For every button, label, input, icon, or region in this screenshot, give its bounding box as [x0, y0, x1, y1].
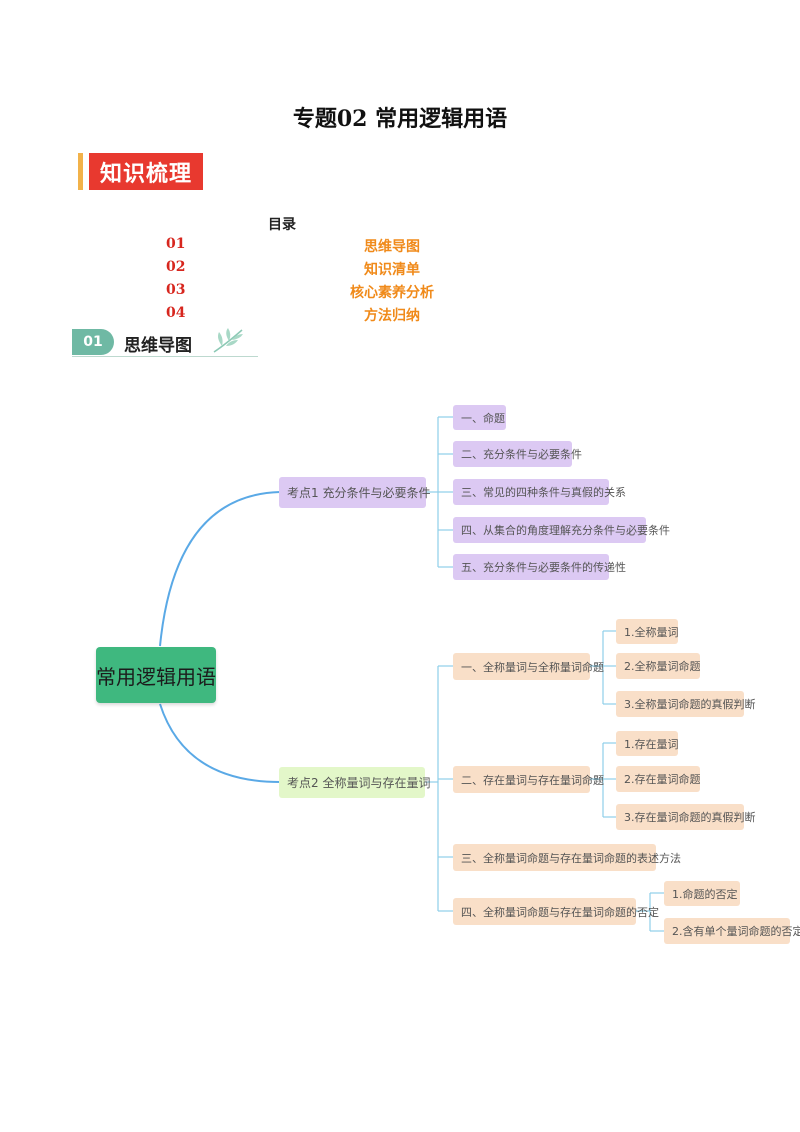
- mindmap-item[interactable]: 1.存在量词: [616, 731, 679, 756]
- banner-label: 知识梳理: [89, 153, 203, 190]
- toc-item[interactable]: 04 方法归纳: [0, 305, 800, 325]
- mindmap-root[interactable]: 常用逻辑用语: [96, 647, 216, 703]
- toc-item-number: 04: [166, 305, 186, 321]
- page-title: 专题02 常用逻辑用语: [292, 106, 508, 132]
- section-divider: [72, 356, 258, 357]
- leaf-icon: [213, 328, 243, 353]
- mindmap-group[interactable]: 二、存在量词与存在量词命题: [453, 766, 604, 793]
- toc-item-label[interactable]: 方法归纳: [364, 308, 420, 324]
- section-banner: 知识梳理: [78, 153, 203, 190]
- toc-item[interactable]: 03 核心素养分析: [0, 282, 800, 302]
- mindmap-item[interactable]: 二、充分条件与必要条件: [453, 441, 582, 467]
- mindmap-group[interactable]: 四、全称量词命题与存在量词命题的否定: [453, 898, 659, 925]
- toc-item-label[interactable]: 知识清单: [364, 262, 420, 278]
- toc-item-label[interactable]: 思维导图: [364, 239, 420, 255]
- mindmap-item[interactable]: 2.含有单个量词命题的否定: [664, 918, 800, 944]
- mindmap-item[interactable]: 三、常见的四种条件与真假的关系: [453, 479, 626, 505]
- toc-item-number: 03: [166, 282, 186, 298]
- toc-item-number: 02: [166, 259, 186, 275]
- toc-item[interactable]: 01 思维导图: [0, 236, 800, 256]
- toc-item[interactable]: 02 知识清单: [0, 259, 800, 279]
- mindmap-group[interactable]: 三、全称量词命题与存在量词命题的表述方法: [453, 844, 681, 871]
- toc-item-label[interactable]: 核心素养分析: [350, 285, 434, 301]
- mindmap-item[interactable]: 2.存在量词命题: [616, 766, 701, 792]
- mindmap-item[interactable]: 1.命题的否定: [664, 881, 740, 906]
- mindmap-topic-2[interactable]: 考点2 全称量词与存在量词: [279, 767, 430, 798]
- section-number: 01: [72, 329, 114, 355]
- mindmap-item[interactable]: 1.全称量词: [616, 619, 679, 644]
- mindmap-group[interactable]: 一、全称量词与全称量词命题: [453, 653, 604, 680]
- mindmap-topic-1[interactable]: 考点1 充分条件与必要条件: [279, 477, 430, 508]
- mindmap-item[interactable]: 3.存在量词命题的真假判断: [616, 804, 756, 830]
- section-header: 01 思维导图: [72, 326, 258, 358]
- section-label: 思维导图: [124, 336, 192, 356]
- mindmap-item[interactable]: 五、充分条件与必要条件的传递性: [453, 554, 626, 580]
- mindmap-item[interactable]: 四、从集合的角度理解充分条件与必要条件: [453, 517, 670, 543]
- toc-item-number: 01: [166, 236, 186, 252]
- mindmap-item[interactable]: 2.全称量词命题: [616, 653, 701, 679]
- mindmap-item[interactable]: 一、命题: [453, 405, 506, 430]
- toc-title: 目录: [268, 217, 296, 233]
- mindmap-item[interactable]: 3.全称量词命题的真假判断: [616, 691, 756, 717]
